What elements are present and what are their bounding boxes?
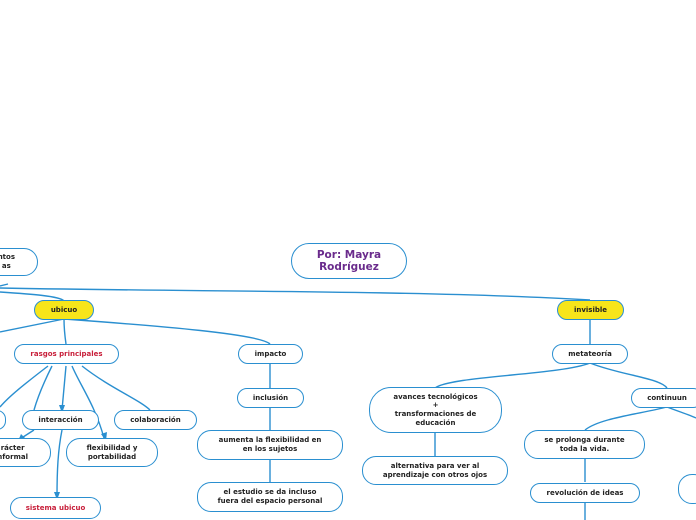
node-flexibilidad-portabilidad[interactable]: flexibilidad y portabilidad [66,438,158,467]
node-ubicuo[interactable]: ubicuo [34,300,94,320]
node-sistema-ubicuo[interactable]: sistema ubicuo [10,497,101,519]
node-caracter-informal[interactable]: rácter nformal [0,438,51,467]
node-alternativa[interactable]: alternativa para ver al aprendizaje con … [362,456,508,485]
node-revolucion-ideas[interactable]: revolución de ideas [530,483,640,503]
author-line-2: Rodríguez [319,261,379,273]
node-metateoria[interactable]: metateoría [552,344,628,364]
node-continuum[interactable]: continuun [631,388,696,408]
node-rasgos-principales[interactable]: rasgos principales [14,344,119,364]
node-avances-tecnologicos[interactable]: avances tecnológicos + transformaciones … [369,387,502,433]
node-invisible[interactable]: invisible [557,300,624,320]
author-node[interactable]: Por: Mayra Rodríguez [291,243,407,279]
node-impacto[interactable]: impacto [238,344,303,364]
node-aumenta-flexibilidad[interactable]: aumenta la flexibilidad en en los sujeto… [197,430,343,460]
node-colaboracion[interactable]: colaboración [114,410,197,430]
node-prolonga-vida[interactable]: se prolonga durante toda la vida. [524,430,645,459]
node-interaccion[interactable]: interacción [22,410,99,430]
node-conceptos-partial[interactable]: ntos as [0,248,38,276]
node-estudio-fuera[interactable]: el estudio se da incluso fuera del espac… [197,482,343,512]
node-inclusion[interactable]: inclusión [237,388,304,408]
author-line-1: Por: Mayra [316,248,382,261]
